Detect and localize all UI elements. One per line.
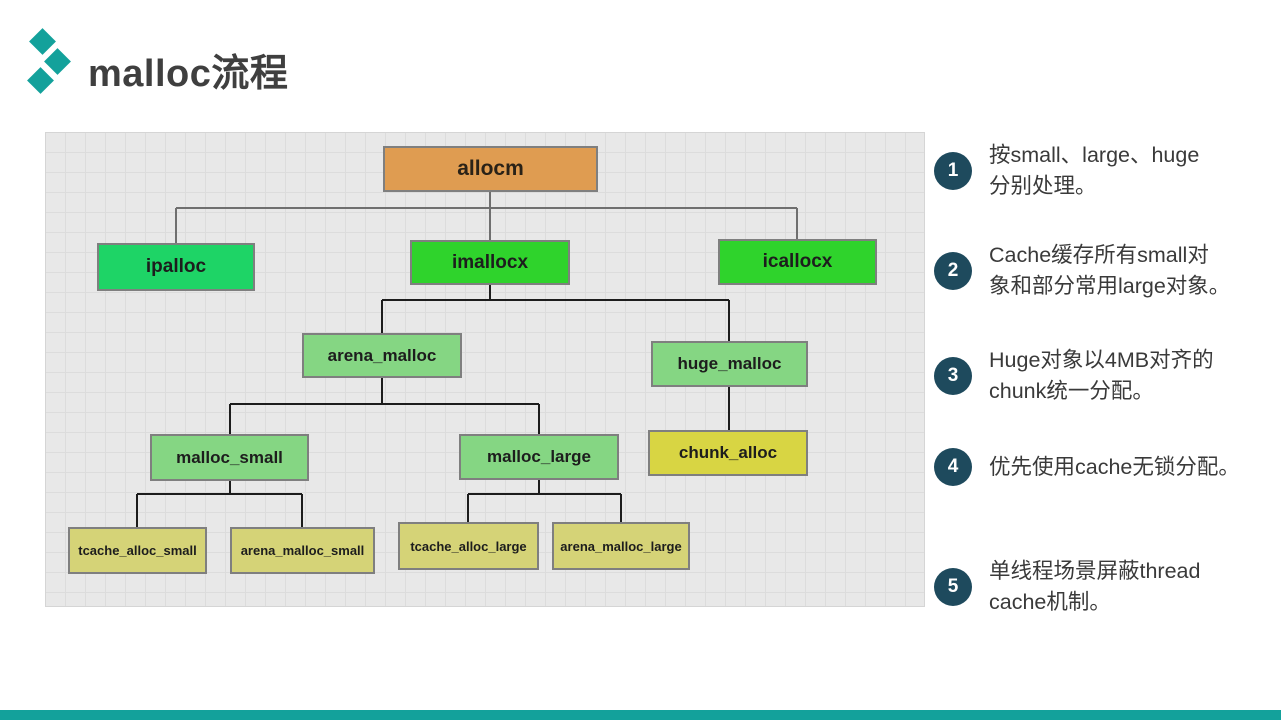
node-malloc-large: malloc_large: [459, 434, 619, 480]
annotation-text: 按small、large、huge 分别处理。: [989, 143, 1200, 198]
number-badge: 1: [934, 151, 972, 190]
annotation-text: 优先使用cache无锁分配。: [989, 454, 1240, 479]
flowchart-panel: allocm ipalloc imallocx icallocx arena_m…: [45, 132, 925, 607]
node-icallocx: icallocx: [718, 239, 877, 285]
connector-lines: [136, 192, 798, 527]
footer-accent-bar: [0, 710, 1281, 720]
node-malloc-small: malloc_small: [150, 434, 309, 481]
annotation-item: 3 Huge对象以4MB对齐的 chunk统一分配。: [934, 345, 1270, 406]
number-badge: 2: [934, 251, 972, 290]
node-arena-malloc-large: arena_malloc_large: [552, 522, 690, 570]
annotation-item: 1 按small、large、huge 分别处理。: [934, 140, 1270, 201]
node-chunk-alloc: chunk_alloc: [648, 430, 808, 476]
node-huge-malloc: huge_malloc: [651, 341, 808, 387]
node-tcache-alloc-small: tcache_alloc_small: [68, 527, 207, 574]
diamond-icon: [27, 67, 54, 94]
node-tcache-alloc-large: tcache_alloc_large: [398, 522, 539, 570]
node-ipalloc: ipalloc: [97, 243, 255, 291]
node-allocm: allocm: [383, 146, 598, 192]
annotation-item: 5 单线程场景屏蔽thread cache机制。: [934, 556, 1270, 617]
annotation-text: 单线程场景屏蔽thread cache机制。: [989, 559, 1201, 614]
annotation-item: 2 Cache缓存所有small对 象和部分常用large对象。: [934, 240, 1270, 301]
annotation-text: Cache缓存所有small对 象和部分常用large对象。: [989, 243, 1231, 298]
number-badge: 5: [934, 567, 972, 606]
page-title: malloc流程: [88, 53, 289, 95]
annotation-text: Huge对象以4MB对齐的 chunk统一分配。: [989, 348, 1214, 403]
node-imallocx: imallocx: [410, 240, 570, 285]
node-arena-malloc-small: arena_malloc_small: [230, 527, 375, 574]
number-badge: 3: [934, 356, 972, 395]
annotation-item: 4 优先使用cache无锁分配。: [934, 448, 1270, 486]
number-badge: 4: [934, 448, 972, 486]
node-arena-malloc: arena_malloc: [302, 333, 462, 378]
diamond-icon: [29, 28, 56, 55]
diamond-icon: [44, 48, 71, 75]
logo-diamonds-icon: [27, 28, 78, 94]
